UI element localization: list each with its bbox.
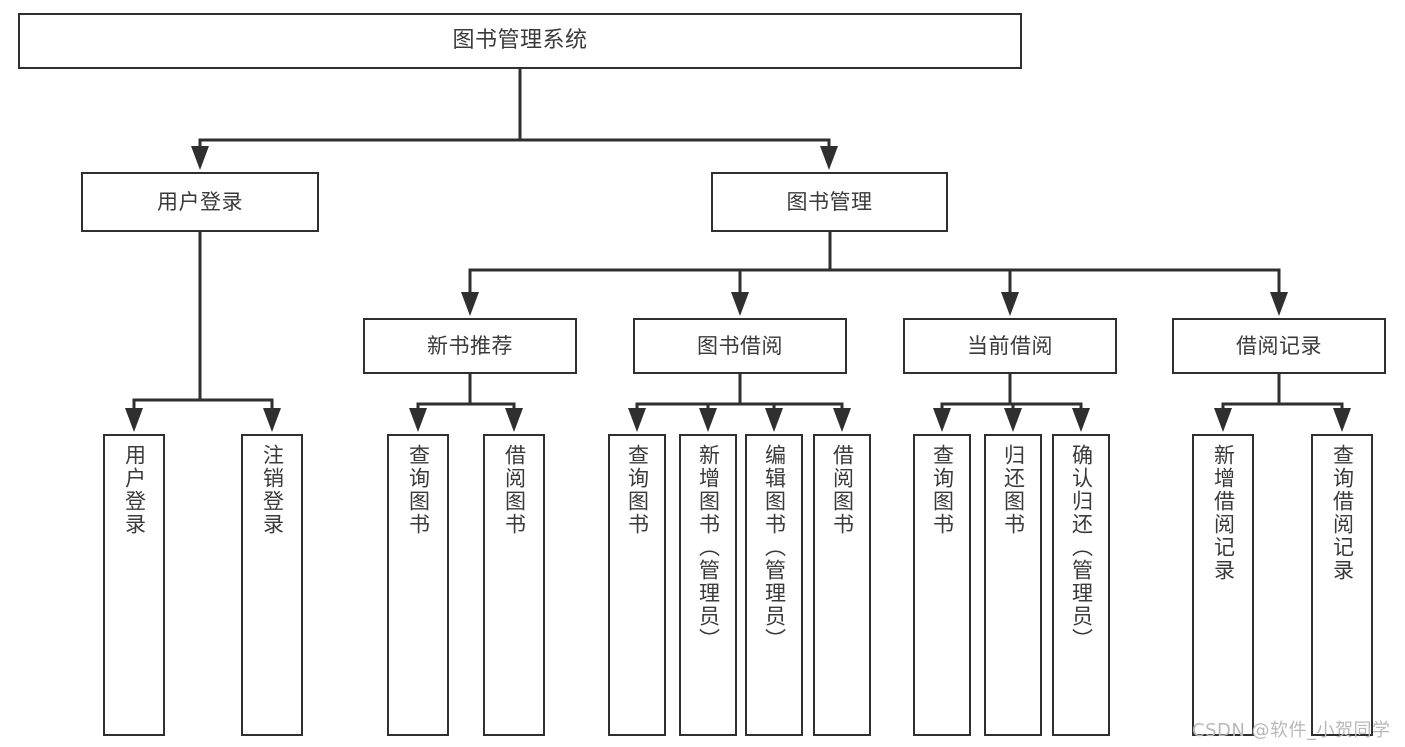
- node-level2-book-manage[interactable]: 图书管理: [711, 172, 948, 232]
- node-leaf-leaf-user-logout[interactable]: 注销登录: [241, 434, 303, 736]
- node-level3-current-borrow-label: 当前借阅: [967, 333, 1053, 358]
- connector-arrowhead-record-bus-0: [1214, 408, 1232, 432]
- connector-arrowhead-cur-bus-2: [1072, 408, 1090, 432]
- node-level3-new-book-rec[interactable]: 新书推荐: [363, 318, 577, 374]
- node-level2-user-login[interactable]: 用户登录: [81, 172, 319, 232]
- node-root[interactable]: 图书管理系统: [18, 13, 1022, 69]
- node-leaf-leaf-rec-query[interactable]: 查询图书: [387, 434, 449, 736]
- node-leaf-leaf-borrow-query-label: 查询图书: [625, 444, 650, 536]
- node-level3-book-borrow[interactable]: 图书借阅: [633, 318, 847, 374]
- node-leaf-leaf-borrow-do[interactable]: 借阅图书: [813, 434, 871, 736]
- connector-arrowhead-borrow-bus-0: [628, 408, 646, 432]
- node-level2-user-login-label: 用户登录: [157, 189, 243, 214]
- node-level3-book-borrow-label: 图书借阅: [697, 333, 783, 358]
- node-leaf-leaf-cur-query-label: 查询图书: [930, 444, 955, 536]
- node-leaf-leaf-cur-confirm-label: 确认归还（管理员）: [1069, 444, 1094, 651]
- connector-arrowhead-cur-bus-1: [1004, 408, 1022, 432]
- connector-arrowhead-rec-bus-0: [409, 408, 427, 432]
- connector-arrowhead-borrow-bus-2: [765, 408, 783, 432]
- connector-arrowhead-record-bus-1: [1333, 408, 1351, 432]
- node-leaf-leaf-cur-query[interactable]: 查询图书: [913, 434, 971, 736]
- node-leaf-leaf-borrow-edit[interactable]: 编辑图书（管理员）: [745, 434, 803, 736]
- node-level3-borrow-record-label: 借阅记录: [1236, 333, 1322, 358]
- node-level2-book-manage-label: 图书管理: [786, 189, 873, 214]
- node-leaf-leaf-rec-borrow-label: 借阅图书: [502, 444, 527, 536]
- node-leaf-leaf-borrow-add[interactable]: 新增图书（管理员）: [679, 434, 737, 736]
- connector-arrowhead-borrow-bus-3: [833, 408, 851, 432]
- connector-arrowhead-book-manage-bus-2: [1001, 292, 1019, 316]
- node-leaf-leaf-borrow-query[interactable]: 查询图书: [608, 434, 666, 736]
- node-leaf-leaf-rec-add-label: 新增借阅记录: [1211, 444, 1236, 582]
- connector-arrowhead-root-bus-1: [820, 146, 838, 170]
- connector-arrowhead-user-login-bus-1: [263, 408, 281, 432]
- node-leaf-leaf-user-logout-label: 注销登录: [260, 444, 285, 536]
- node-leaf-leaf-cur-return-label: 归还图书: [1001, 444, 1026, 536]
- node-level3-current-borrow[interactable]: 当前借阅: [903, 318, 1117, 374]
- node-leaf-leaf-rec-add[interactable]: 新增借阅记录: [1192, 434, 1254, 736]
- connector-arrowhead-book-manage-bus-0: [461, 292, 479, 316]
- connector-arrowhead-root-bus-0: [191, 146, 209, 170]
- connector-arrowhead-book-manage-bus-3: [1270, 292, 1288, 316]
- node-leaf-leaf-borrow-add-label: 新增图书（管理员）: [696, 444, 721, 651]
- node-level3-borrow-record[interactable]: 借阅记录: [1172, 318, 1386, 374]
- node-leaf-leaf-rec-query-label: 查询图书: [406, 444, 431, 536]
- connector-arrowhead-rec-bus-1: [505, 408, 523, 432]
- node-leaf-leaf-cur-confirm[interactable]: 确认归还（管理员）: [1052, 434, 1110, 736]
- node-level3-new-book-rec-label: 新书推荐: [427, 333, 513, 358]
- node-leaf-leaf-borrow-edit-label: 编辑图书（管理员）: [762, 444, 787, 651]
- node-leaf-leaf-rec-query2[interactable]: 查询借阅记录: [1311, 434, 1373, 736]
- connector-arrowhead-cur-bus-0: [933, 408, 951, 432]
- connector-arrowhead-user-login-bus-0: [125, 408, 143, 432]
- node-root-label: 图书管理系统: [452, 27, 588, 53]
- node-leaf-leaf-cur-return[interactable]: 归还图书: [984, 434, 1042, 736]
- node-leaf-leaf-borrow-do-label: 借阅图书: [830, 444, 855, 536]
- connector-arrowhead-borrow-bus-1: [699, 408, 717, 432]
- node-leaf-leaf-rec-query2-label: 查询借阅记录: [1330, 444, 1355, 582]
- node-leaf-leaf-user-login[interactable]: 用户登录: [103, 434, 165, 736]
- node-leaf-leaf-rec-borrow[interactable]: 借阅图书: [483, 434, 545, 736]
- node-leaf-leaf-user-login-label: 用户登录: [122, 444, 147, 536]
- connector-arrowhead-book-manage-bus-1: [731, 292, 749, 316]
